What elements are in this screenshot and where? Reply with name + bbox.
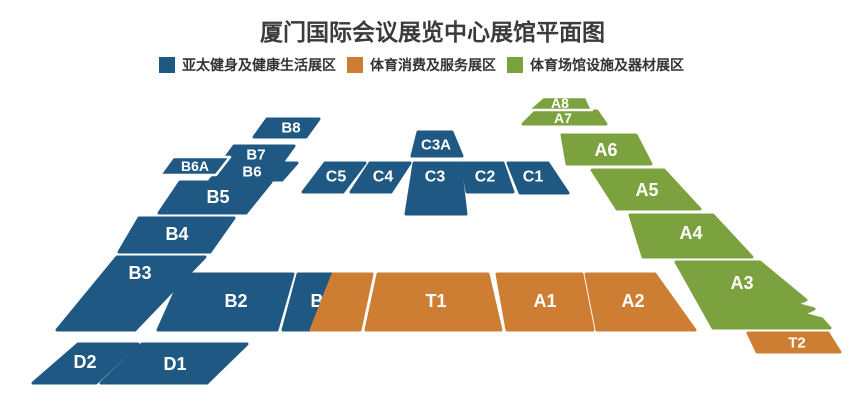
hall-C4: C4	[349, 161, 412, 194]
hall-label-B6: B6	[242, 164, 261, 181]
hall-label-A1: A1	[533, 291, 556, 311]
legend-label-sports-consumption-zone: 体育消费及服务展区	[370, 57, 496, 73]
legend-label-venue-equipment-zone: 体育场馆设施及器材展区	[530, 57, 684, 73]
hall-label-T1: T1	[425, 291, 446, 311]
hall-shape-C5	[301, 161, 367, 194]
hall-shape-B8	[252, 117, 321, 139]
hall-label-C1: C1	[523, 169, 544, 186]
hall-label-B7: B7	[246, 147, 265, 164]
hall-shape-T1	[364, 272, 503, 332]
hall-B5: B5	[157, 180, 273, 215]
hall-label-C5: C5	[326, 169, 347, 186]
hall-label-A2: A2	[621, 291, 644, 311]
hall-A7: A7	[521, 109, 608, 126]
hall-shape-A6	[560, 133, 653, 166]
hall-B4: B4	[117, 216, 236, 254]
page-title: 厦门国际会议展览中心展馆平面图	[260, 19, 605, 45]
hall-C2: C2	[460, 161, 515, 194]
hall-label-C3: C3	[425, 169, 446, 186]
hall-label-C2: C2	[475, 169, 496, 186]
legend-swatch-orange	[347, 57, 363, 73]
hall-shape-D2	[31, 342, 140, 385]
hall-label-D1: D1	[163, 354, 186, 374]
hall-shape-C3A	[410, 130, 464, 158]
hall-shape-A5	[590, 168, 702, 211]
hall-shape-D1	[99, 342, 249, 385]
legend: 亚太健身及健康生活展区 体育消费及服务展区 体育场馆设施及器材展区	[159, 55, 684, 75]
hall-label-B4: B4	[165, 224, 188, 244]
legend-swatch-green	[507, 57, 523, 73]
hall-C1: C1	[506, 161, 570, 195]
legend-label-apac-fitness-zone: 亚太健身及健康生活展区	[182, 57, 336, 73]
hall-C3A: C3A	[410, 130, 464, 158]
hall-A6: A6	[560, 133, 653, 166]
hall-shape-C1	[506, 161, 570, 195]
hall-shape-T2	[746, 331, 842, 354]
hall-label-B6A: B6A	[181, 158, 209, 174]
hall-label-B2: B2	[224, 291, 247, 311]
hall-B8: B8	[252, 117, 321, 139]
hall-shape-C3	[404, 161, 468, 216]
hall-shape-A3	[674, 260, 832, 330]
hall-shape-B1-east	[309, 272, 374, 332]
hall-shape-C2	[460, 161, 515, 194]
hall-D2: D2	[31, 342, 140, 385]
hall-D1: D1	[99, 342, 249, 385]
hall-T2: T2	[746, 331, 842, 354]
hall-C5: C5	[301, 161, 367, 194]
hall-shape-A8	[526, 95, 594, 112]
hall-label-T2: T2	[788, 335, 806, 352]
hall-label-D2: D2	[73, 352, 96, 372]
hall-B3: B3	[55, 255, 207, 332]
hall-A5: A5	[590, 168, 702, 211]
hall-shape-B5	[157, 180, 273, 215]
legend-swatch-blue	[159, 57, 175, 73]
hall-label-B5: B5	[206, 187, 229, 207]
hall-B7: B7	[219, 144, 296, 166]
hall-label-A5: A5	[635, 180, 658, 200]
hall-label-A4: A4	[679, 223, 702, 243]
hall-label-A8: A8	[551, 95, 569, 111]
hall-A8: A8	[526, 95, 594, 112]
hall-label-B8: B8	[281, 120, 300, 137]
hall-T1: T1	[364, 272, 503, 332]
legend-item-venue-equipment-zone: 体育场馆设施及器材展区	[507, 55, 684, 75]
hall-B1-east	[309, 272, 374, 332]
hall-A1: A1	[495, 272, 595, 332]
hall-B6: B6	[208, 161, 299, 182]
hall-A2: A2	[584, 272, 697, 332]
hall-label-A3: A3	[730, 273, 753, 293]
hall-shape-B4	[117, 216, 236, 254]
hall-label-A7: A7	[554, 110, 572, 126]
hall-shape-C4	[349, 161, 412, 194]
legend-item-apac-fitness-zone: 亚太健身及健康生活展区	[159, 55, 336, 75]
hall-shape-A2	[584, 272, 697, 332]
hall-label-B3: B3	[128, 263, 151, 283]
hall-label-C4: C4	[373, 169, 394, 186]
hall-A3: A3	[674, 260, 832, 330]
hall-label-A6: A6	[594, 140, 617, 160]
hall-shape-B6A	[158, 155, 232, 177]
hall-shape-B2	[156, 272, 295, 332]
hall-B6A: B6A	[158, 155, 232, 177]
legend-item-sports-consumption-zone: 体育消费及服务展区	[347, 55, 496, 75]
hall-A4: A4	[628, 213, 754, 259]
hall-C3: C3	[404, 161, 468, 216]
hall-label-C3A: C3A	[421, 137, 451, 154]
hall-B2: B2	[156, 272, 295, 332]
hall-shape-A4	[628, 213, 754, 259]
hall-shape-A1	[495, 272, 595, 332]
hall-shape-B3	[55, 255, 207, 332]
